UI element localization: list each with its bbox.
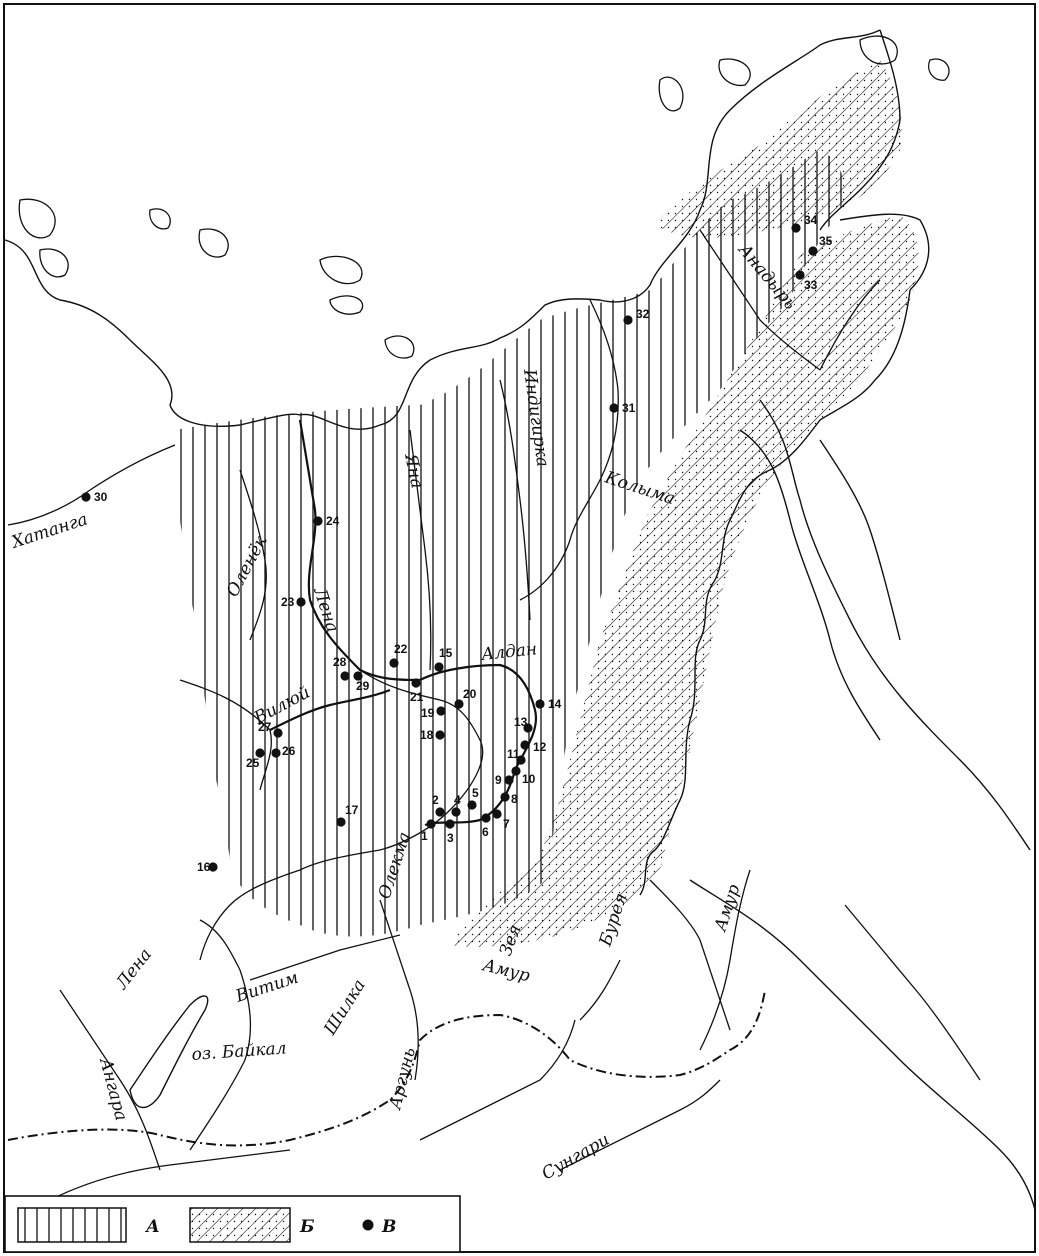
site-number-27: 27 [258, 720, 272, 734]
site-number-11: 11 [507, 747, 520, 761]
site-number-8: 8 [511, 792, 518, 806]
site-number-23: 23 [281, 595, 295, 609]
site-number-15: 15 [439, 646, 453, 660]
site-marker-34 [791, 223, 801, 233]
lake-baikal [129, 995, 209, 1109]
site-marker-12 [520, 740, 530, 750]
state-border [7, 989, 766, 1147]
site-number-12: 12 [533, 740, 547, 754]
site-number-16: 16 [197, 860, 211, 874]
river-label-sungari: Сунгари [539, 1130, 614, 1185]
site-marker-8 [500, 792, 510, 802]
site-number-24: 24 [326, 514, 340, 528]
site-number-19: 19 [421, 706, 435, 720]
site-marker-29 [353, 671, 363, 681]
site-marker-4 [451, 807, 461, 817]
site-number-25: 25 [246, 756, 260, 770]
site-number-3: 3 [447, 831, 454, 845]
site-marker-19 [436, 706, 446, 716]
site-marker-35 [808, 246, 818, 256]
site-marker-16 [208, 862, 218, 872]
coastline [4, 29, 1036, 1211]
legend-swatch-a [17, 1207, 127, 1243]
site-marker-2 [435, 807, 445, 817]
legend-label-b: Б [299, 1217, 315, 1237]
site-marker-7 [492, 809, 502, 819]
islands [18, 35, 950, 359]
site-number-6: 6 [482, 825, 489, 839]
river-lines [7, 229, 981, 1201]
site-number-28: 28 [333, 655, 347, 669]
legend-label-v: В [381, 1217, 396, 1237]
river-label-shilka: Шилка [320, 976, 370, 1040]
river-label-amur-w: Амур [480, 955, 532, 986]
site-number-31: 31 [622, 401, 636, 415]
site-number-14: 14 [548, 697, 562, 711]
site-number-2: 2 [432, 793, 439, 807]
legend: А Б В [4, 1195, 461, 1253]
site-number-29: 29 [356, 679, 370, 693]
site-marker-22 [389, 658, 399, 668]
site-number-35: 35 [819, 234, 833, 248]
site-number-32: 32 [636, 307, 650, 321]
site-marker-21 [411, 678, 421, 688]
legend-dot-icon [362, 1219, 374, 1231]
river-label-lena-upper: Лена [112, 945, 156, 994]
site-marker-3 [445, 819, 455, 829]
region-b-dots [450, 60, 919, 947]
site-number-10: 10 [522, 772, 536, 786]
site-marker-27 [273, 728, 283, 738]
site-marker-5 [467, 800, 477, 810]
site-marker-15 [434, 662, 444, 672]
site-marker-13 [523, 723, 533, 733]
site-number-18: 18 [420, 728, 434, 742]
site-number-21: 21 [410, 690, 424, 704]
site-number-9: 9 [495, 773, 502, 787]
site-marker-25 [255, 748, 265, 758]
map-frame [3, 3, 1036, 1253]
site-marker-6 [481, 813, 491, 823]
site-number-5: 5 [472, 786, 479, 800]
site-number-13: 13 [514, 715, 528, 729]
site-number-17: 17 [345, 803, 359, 817]
site-marker-24 [313, 516, 323, 526]
site-number-30: 30 [94, 490, 108, 504]
river-label-baikal: оз. Байкал [191, 1038, 287, 1065]
site-marker-26 [271, 748, 281, 758]
legend-label-a: А [144, 1217, 160, 1237]
site-marker-23 [296, 597, 306, 607]
site-marker-14 [535, 699, 545, 709]
site-number-33: 33 [804, 278, 818, 292]
site-number-26: 26 [282, 744, 296, 758]
site-marker-9 [504, 775, 514, 785]
site-marker-28 [340, 671, 350, 681]
region-a-vertical-hatch [175, 150, 844, 937]
site-marker-1 [426, 819, 436, 829]
site-number-20: 20 [463, 687, 477, 701]
river-label-khatanga: Хатанга [7, 510, 90, 554]
site-marker-11 [516, 755, 526, 765]
site-marker-32 [623, 315, 633, 325]
river-label-vitim: Витим [232, 968, 301, 1007]
site-number-7: 7 [503, 817, 510, 831]
site-number-34: 34 [804, 213, 818, 227]
site-number-22: 22 [394, 642, 408, 656]
site-marker-10 [511, 766, 521, 776]
site-marker-31 [609, 403, 619, 413]
site-marker-20 [454, 699, 464, 709]
legend-swatch-b-dots [190, 1208, 290, 1242]
site-number-4: 4 [454, 793, 461, 807]
site-marker-18 [435, 730, 445, 740]
site-number-1: 1 [421, 829, 428, 843]
site-marker-30 [81, 492, 91, 502]
site-marker-17 [336, 817, 346, 827]
site-marker-33 [795, 270, 805, 280]
